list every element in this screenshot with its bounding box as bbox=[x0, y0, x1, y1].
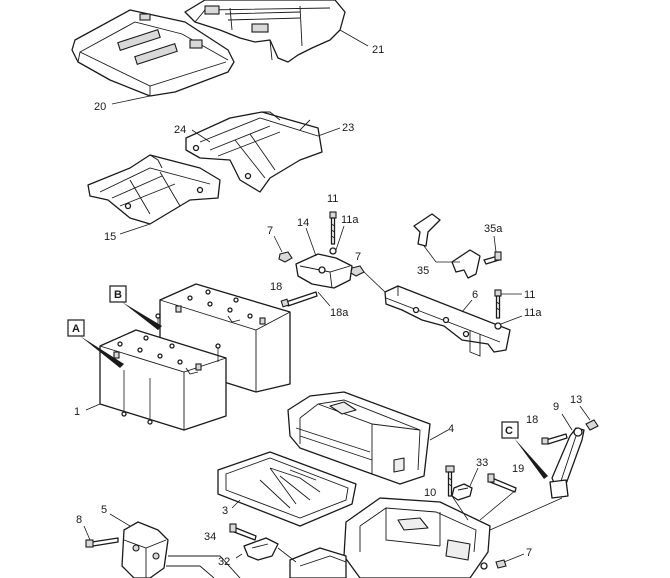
label-14: 14 bbox=[297, 217, 309, 229]
frame-23 bbox=[185, 111, 323, 193]
label-11-right: 11 bbox=[524, 289, 535, 301]
label-7-right: 7 bbox=[355, 251, 361, 263]
frame-15 bbox=[87, 154, 221, 225]
label-24: 24 bbox=[174, 124, 186, 136]
nut-7-left bbox=[278, 251, 293, 263]
label-5: 5 bbox=[101, 504, 107, 516]
label-32: 32 bbox=[218, 556, 230, 568]
label-19: 19 bbox=[512, 463, 524, 475]
screw-18-arm bbox=[541, 433, 568, 445]
screw-34 bbox=[229, 523, 257, 541]
label-18-arm: 18 bbox=[526, 414, 538, 426]
bolt-11-top bbox=[329, 211, 337, 255]
label-35: 35 bbox=[417, 265, 429, 277]
callout-b: B bbox=[109, 285, 162, 330]
bolt-18 bbox=[280, 291, 318, 308]
label-20: 20 bbox=[94, 101, 106, 113]
bolt-10 bbox=[445, 465, 455, 497]
label-11a-right: 11a bbox=[524, 307, 542, 319]
label-6: 6 bbox=[472, 289, 478, 301]
label-10: 10 bbox=[424, 487, 436, 499]
cushion-20 bbox=[71, 9, 235, 97]
label-15: 15 bbox=[104, 231, 116, 243]
bolt-11-right bbox=[494, 289, 502, 330]
label-8: 8 bbox=[76, 514, 82, 526]
label-23: 23 bbox=[342, 122, 354, 134]
bolt-19 bbox=[487, 473, 517, 493]
label-7-left: 7 bbox=[267, 225, 273, 237]
svg-text:C: C bbox=[505, 425, 513, 437]
label-18: 18 bbox=[270, 281, 282, 293]
screw-13 bbox=[585, 419, 599, 431]
battery-a bbox=[99, 329, 227, 431]
label-35a: 35a bbox=[484, 223, 503, 235]
svg-text:B: B bbox=[114, 289, 122, 301]
label-3: 3 bbox=[222, 505, 228, 517]
label-1: 1 bbox=[74, 406, 80, 418]
base-tray bbox=[343, 497, 491, 578]
callout-c: C bbox=[501, 421, 548, 479]
screw-8 bbox=[85, 537, 119, 548]
label-13: 13 bbox=[570, 394, 582, 406]
label-21: 21 bbox=[372, 44, 384, 56]
block-5 bbox=[121, 521, 241, 578]
svg-text:A: A bbox=[72, 323, 80, 335]
tray-mat-3 bbox=[217, 451, 357, 527]
bracket-14 bbox=[295, 253, 353, 289]
cover-panel-21 bbox=[184, 0, 346, 63]
screw-35a bbox=[483, 251, 502, 265]
nut-7-right bbox=[350, 265, 365, 277]
clip-35-upper bbox=[413, 213, 441, 247]
rail-6 bbox=[384, 285, 511, 357]
clip-33 bbox=[451, 483, 473, 501]
label-7-bottom: 7 bbox=[526, 547, 532, 559]
label-4: 4 bbox=[448, 423, 454, 435]
tray-box-4 bbox=[287, 391, 431, 485]
label-11-top: 11 bbox=[327, 193, 338, 205]
label-9: 9 bbox=[553, 401, 559, 413]
label-11a-top: 11a bbox=[341, 214, 359, 226]
label-18a: 18a bbox=[330, 307, 349, 319]
clip-35-lower bbox=[451, 249, 481, 279]
label-33: 33 bbox=[476, 457, 488, 469]
clip-32 bbox=[243, 537, 279, 561]
nut-7-bottom bbox=[495, 559, 507, 569]
arm-9 bbox=[549, 427, 585, 499]
callout-a: A bbox=[67, 319, 124, 368]
label-34: 34 bbox=[204, 531, 216, 543]
